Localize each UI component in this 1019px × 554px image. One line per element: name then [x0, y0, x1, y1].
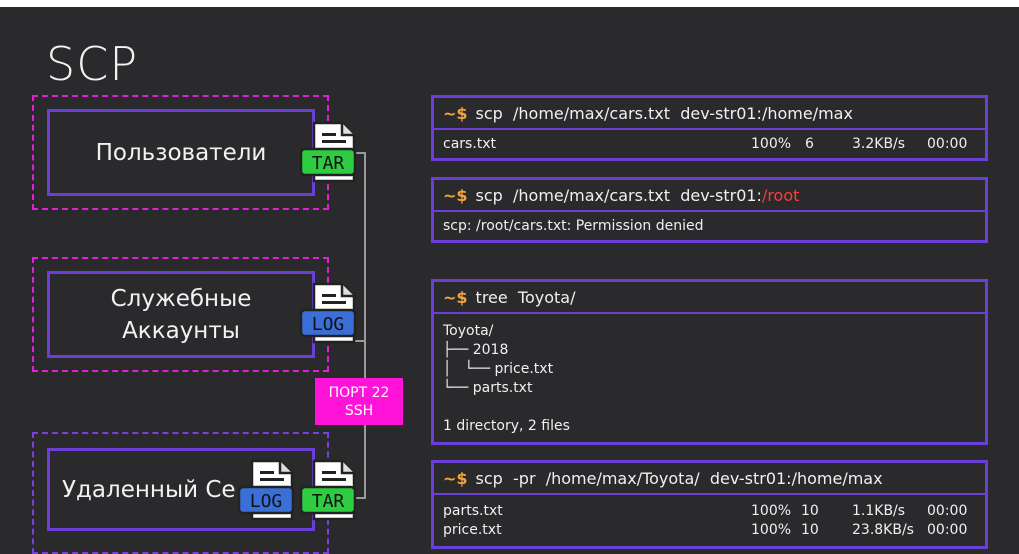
tree-summary: 1 directory, 2 files [443, 418, 570, 434]
command-text: scp /home/max/cars.txt dev-str01:/home/m… [475, 103, 853, 123]
tree-line: │ └── price.txt [443, 361, 554, 377]
transfer-row: parts.txt 100% 10 1.1KB/s 00:00 [443, 502, 985, 521]
service-accounts-label: Служебные Аккаунты [110, 285, 252, 344]
port-label: ПОРТ 22 [328, 384, 390, 401]
connector-bottom [355, 497, 365, 499]
users-box: Пользователи [47, 109, 315, 196]
log-file-icon: LOG [237, 459, 295, 521]
tree-output: Toyota/ ├── 2018 │ └── price.txt └── par… [434, 314, 985, 436]
transfer-time: 00:00 [927, 522, 968, 538]
command-output: parts.txt 100% 10 1.1KB/s 00:00 price.tx… [434, 495, 985, 540]
transfer-size: 10 [801, 522, 819, 538]
transfer-row: price.txt 100% 10 23.8KB/s 00:00 [443, 521, 985, 540]
prompt: ~$ [443, 185, 468, 205]
service-accounts-box: Служебные Аккаунты [47, 271, 315, 358]
command-line: ~$ tree Toyota/ [434, 282, 985, 314]
error-message: scp: /root/cars.txt: Permission denied [443, 218, 704, 234]
tar-file-icon: TAR [299, 459, 357, 521]
protocol-label: SSH [344, 402, 374, 419]
prompt: ~$ [443, 103, 468, 123]
prompt: ~$ [443, 468, 468, 488]
command-output: cars.txt 100% 6 3.2KB/s 00:00 [434, 130, 985, 154]
command-text: scp -pr /home/max/Toyota/ dev-str01:/hom… [475, 468, 883, 488]
tar-file-icon: TAR [299, 121, 357, 183]
log-icon-text: LOG [250, 491, 283, 512]
tree-line: └── parts.txt [443, 380, 533, 396]
tar-icon-text: TAR [312, 491, 345, 512]
command-line: ~$ scp -pr /home/max/Toyota/ dev-str01:/… [434, 463, 985, 495]
command-text: tree Toyota/ [475, 287, 576, 307]
tree-line: Toyota/ [443, 323, 494, 339]
terminal-tree: ~$ tree Toyota/ Toyota/ ├── 2018 │ └── p… [431, 279, 988, 445]
transfer-row: cars.txt 100% 6 3.2KB/s 00:00 [443, 135, 985, 154]
log-icon-text: LOG [312, 314, 345, 335]
transfer-size: 6 [805, 136, 814, 152]
transfer-time: 00:00 [927, 136, 968, 152]
remote-server-label: Удаленный Се [62, 476, 236, 503]
prompt: ~$ [443, 287, 468, 307]
file-name: price.txt [443, 522, 502, 538]
connector-middle [355, 340, 365, 342]
transfer-rate: 3.2KB/s [852, 136, 906, 152]
transfer-rate: 23.8KB/s [852, 522, 914, 538]
terminal-scp-recursive: ~$ scp -pr /home/max/Toyota/ dev-str01:/… [431, 460, 988, 549]
command-output: scp: /root/cars.txt: Permission denied [434, 212, 985, 236]
transfer-time: 00:00 [927, 503, 968, 519]
terminal-scp-root: ~$ scp /home/max/cars.txt dev-str01:/roo… [431, 177, 988, 243]
file-name: cars.txt [443, 136, 497, 152]
connector-top [355, 152, 365, 154]
command-line: ~$ scp /home/max/cars.txt dev-str01:/hom… [434, 98, 985, 130]
slide-title: SCP [46, 37, 139, 91]
tar-icon-text: TAR [312, 153, 345, 174]
log-file-icon: LOG [299, 282, 357, 344]
file-name: parts.txt [443, 503, 503, 519]
transfer-size: 10 [801, 503, 819, 519]
transfer-rate: 1.1KB/s [852, 503, 906, 519]
connector-vertical [364, 152, 366, 499]
terminal-scp-cars: ~$ scp /home/max/cars.txt dev-str01:/hom… [431, 95, 988, 161]
command-highlight: /root [761, 185, 800, 205]
command-line: ~$ scp /home/max/cars.txt dev-str01:/roo… [434, 180, 985, 212]
transfer-percent: 100% [751, 136, 792, 152]
port-badge: ПОРТ 22 SSH [315, 378, 403, 425]
slide: SCP Пользователи Служебные Аккаунты Удал… [0, 7, 1019, 554]
users-label: Пользователи [95, 139, 267, 166]
command-text: scp /home/max/cars.txt dev-str01: [475, 185, 762, 205]
transfer-percent: 100% [751, 503, 792, 519]
tree-line [443, 398, 985, 417]
transfer-percent: 100% [751, 522, 792, 538]
tree-line: ├── 2018 [443, 342, 509, 358]
